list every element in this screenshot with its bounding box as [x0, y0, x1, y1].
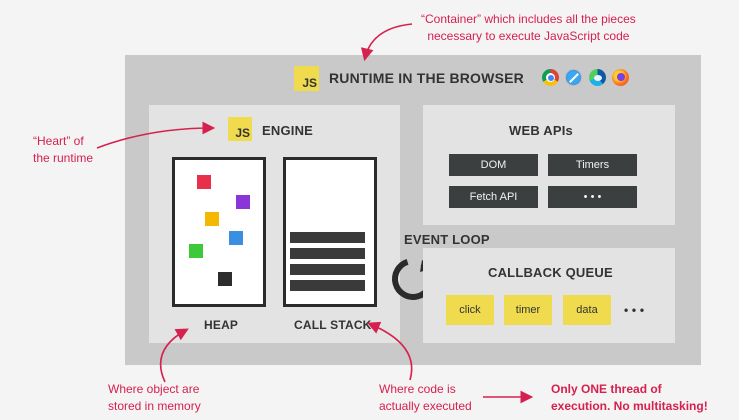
- container-arrow: [360, 23, 413, 62]
- stack-annotation: Where code is actually executed: [379, 381, 472, 415]
- chrome-icon: [542, 69, 559, 86]
- heap-annotation-line2: stored in memory: [108, 399, 201, 413]
- heart-annotation: “Heart” of the runtime: [33, 133, 93, 167]
- heap-annotation-line1: Where object are: [108, 382, 200, 396]
- container-annotation-line2: necessary to execute JavaScript code: [427, 29, 630, 43]
- container-annotation-line1: “Container” which includes all the piece…: [421, 12, 636, 26]
- callback-timer: timer: [504, 295, 552, 325]
- thread-annotation: Only ONE thread of execution. No multita…: [551, 381, 708, 415]
- heart-annotation-line2: the runtime: [33, 151, 94, 165]
- heap-arrow: [159, 328, 189, 383]
- heap-label: HEAP: [204, 318, 239, 332]
- callback-click: click: [446, 295, 494, 325]
- callback-data: data: [563, 295, 611, 325]
- thread-annotation-line2: execution. No multitasking!: [551, 399, 708, 413]
- more-apis: • • •: [548, 186, 637, 208]
- heart-annotation-line1: “Heart” of: [33, 134, 84, 148]
- safari-icon: [565, 69, 582, 86]
- stack-annotation-line1: Where code is: [379, 382, 456, 396]
- fetch-api: Fetch API: [449, 186, 538, 208]
- callback-queue-title: CALLBACK QUEUE: [488, 265, 613, 280]
- edge-icon: [589, 69, 606, 86]
- heap-annotation: Where object are stored in memory: [108, 381, 201, 415]
- container-annotation: “Container” which includes all the piece…: [421, 11, 636, 45]
- call-stack-label: CALL STACK: [294, 318, 372, 332]
- call-stack-frame: [290, 280, 365, 291]
- event-loop-label: EVENT LOOP: [404, 232, 490, 247]
- heart-arrow: [96, 121, 216, 149]
- heap-object-blue: [229, 231, 243, 245]
- engine-title: ENGINE: [262, 123, 314, 138]
- heap-object-black: [218, 272, 232, 286]
- timers-api: Timers: [548, 154, 637, 176]
- heap-object-red: [197, 175, 211, 189]
- dom-api: DOM: [449, 154, 538, 176]
- thread-annotation-line1: Only ONE thread of: [551, 382, 662, 396]
- firefox-icon: [612, 69, 629, 86]
- heap-object-purple: [236, 195, 250, 209]
- runtime-js-logo: JS: [294, 66, 319, 91]
- call-stack-frame: [290, 264, 365, 275]
- engine-js-logo: JS: [228, 117, 252, 141]
- web-apis-title: WEB APIs: [509, 123, 573, 138]
- runtime-title: RUNTIME IN THE BROWSER: [329, 70, 524, 86]
- stack-annotation-line2: actually executed: [379, 399, 472, 413]
- call-stack-frame: [290, 248, 365, 259]
- heap-object-green: [189, 244, 203, 258]
- call-stack-frame: [290, 232, 365, 243]
- heap-object-yellow: [205, 212, 219, 226]
- callback-more: • • •: [624, 303, 645, 317]
- stack-arrow: [367, 321, 413, 381]
